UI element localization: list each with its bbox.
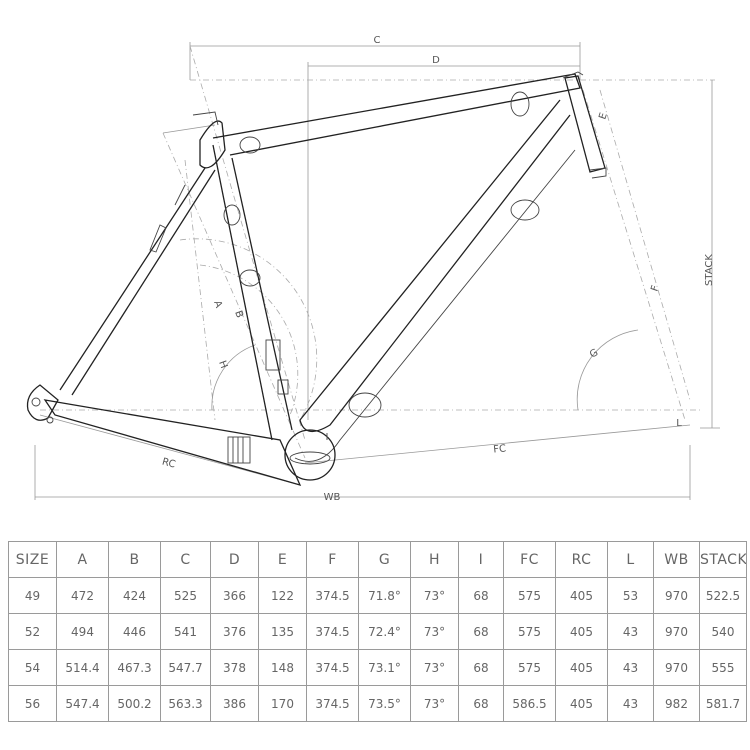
dimension-lines bbox=[34, 42, 720, 500]
table-cell: 73.1° bbox=[358, 649, 411, 686]
table-cell: 49 bbox=[8, 577, 57, 614]
label-f: F bbox=[649, 284, 661, 293]
bike-frame bbox=[26, 71, 607, 487]
label-h: H bbox=[216, 359, 229, 370]
table-cell: 68 bbox=[458, 649, 504, 686]
table-cell: 73° bbox=[410, 685, 459, 722]
table-cell: 446 bbox=[108, 613, 161, 650]
table-cell: 71.8° bbox=[358, 577, 411, 614]
header-cell: D bbox=[210, 541, 259, 578]
table-cell: 586.5 bbox=[503, 685, 556, 722]
table-row: 49 472 424 525 366 122 374.5 71.8° 73° 6… bbox=[8, 577, 747, 614]
table-cell: 581.7 bbox=[699, 685, 747, 722]
table-header-row: SIZE A B C D E F G H I FC RC L WB STACK bbox=[8, 541, 747, 578]
table-cell: 522.5 bbox=[699, 577, 747, 614]
table-cell: 575 bbox=[503, 613, 556, 650]
label-i: I bbox=[326, 432, 329, 443]
label-stack: STACK bbox=[704, 254, 715, 286]
header-cell: H bbox=[410, 541, 459, 578]
label-d: D bbox=[432, 55, 440, 66]
table-cell: 970 bbox=[653, 577, 700, 614]
table-cell: 56 bbox=[8, 685, 57, 722]
dimension-labels: C D E F STACK A B H G I L RC FC WB bbox=[161, 35, 715, 503]
table-cell: 547.4 bbox=[56, 685, 109, 722]
table-cell: 135 bbox=[258, 613, 307, 650]
header-cell: WB bbox=[653, 541, 700, 578]
table-cell: 378 bbox=[210, 649, 259, 686]
header-cell: E bbox=[258, 541, 307, 578]
label-a: A bbox=[211, 299, 224, 309]
table-cell: 405 bbox=[555, 613, 608, 650]
table-cell: 405 bbox=[555, 685, 608, 722]
table-cell: 68 bbox=[458, 685, 504, 722]
label-l: L bbox=[676, 418, 682, 429]
table-cell: 555 bbox=[699, 649, 747, 686]
label-e: E bbox=[597, 112, 609, 121]
label-c: C bbox=[374, 35, 381, 46]
header-cell: I bbox=[458, 541, 504, 578]
header-cell: RC bbox=[555, 541, 608, 578]
table-cell: 54 bbox=[8, 649, 57, 686]
table-row: 54 514.4 467.3 547.7 378 148 374.5 73.1°… bbox=[8, 649, 747, 686]
table-cell: 73° bbox=[410, 577, 459, 614]
table-cell: 122 bbox=[258, 577, 307, 614]
table-cell: 374.5 bbox=[306, 685, 359, 722]
header-cell: L bbox=[607, 541, 654, 578]
label-rc: RC bbox=[161, 457, 177, 471]
table-cell: 374.5 bbox=[306, 613, 359, 650]
table-cell: 525 bbox=[160, 577, 211, 614]
label-b: B bbox=[232, 309, 245, 319]
table-cell: 386 bbox=[210, 685, 259, 722]
frame-geometry-diagram: C D E F STACK A B H G I L RC FC WB bbox=[26, 35, 720, 503]
table-cell: 43 bbox=[607, 685, 654, 722]
table-cell: 500.2 bbox=[108, 685, 161, 722]
table-cell: 575 bbox=[503, 577, 556, 614]
table-cell: 73° bbox=[410, 649, 459, 686]
header-cell: FC bbox=[503, 541, 556, 578]
table-cell: 73.5° bbox=[358, 685, 411, 722]
table-cell: 72.4° bbox=[358, 613, 411, 650]
table-cell: 494 bbox=[56, 613, 109, 650]
label-wb: WB bbox=[324, 492, 341, 503]
table-cell: 374.5 bbox=[306, 649, 359, 686]
table-cell: 970 bbox=[653, 649, 700, 686]
table-cell: 170 bbox=[258, 685, 307, 722]
table-cell: 43 bbox=[607, 613, 654, 650]
table-cell: 43 bbox=[607, 649, 654, 686]
table-cell: 374.5 bbox=[306, 577, 359, 614]
header-cell: B bbox=[108, 541, 161, 578]
table-cell: 575 bbox=[503, 649, 556, 686]
header-cell: F bbox=[306, 541, 359, 578]
table-cell: 52 bbox=[8, 613, 57, 650]
table-cell: 405 bbox=[555, 649, 608, 686]
table-cell: 541 bbox=[160, 613, 211, 650]
table-cell: 467.3 bbox=[108, 649, 161, 686]
table-cell: 53 bbox=[607, 577, 654, 614]
table-cell: 472 bbox=[56, 577, 109, 614]
table-cell: 148 bbox=[258, 649, 307, 686]
table-cell: 982 bbox=[653, 685, 700, 722]
table-cell: 424 bbox=[108, 577, 161, 614]
geometry-table: SIZE A B C D E F G H I FC RC L WB STACK … bbox=[8, 541, 747, 722]
header-cell: A bbox=[56, 541, 109, 578]
table-row: 52 494 446 541 376 135 374.5 72.4° 73° 6… bbox=[8, 613, 747, 650]
table-cell: 68 bbox=[458, 613, 504, 650]
table-cell: 563.3 bbox=[160, 685, 211, 722]
label-fc: FC bbox=[493, 443, 507, 455]
header-cell: STACK bbox=[699, 541, 747, 578]
table-cell: 514.4 bbox=[56, 649, 109, 686]
header-cell: G bbox=[358, 541, 411, 578]
table-cell: 540 bbox=[699, 613, 747, 650]
table-cell: 970 bbox=[653, 613, 700, 650]
table-cell: 376 bbox=[210, 613, 259, 650]
table-cell: 405 bbox=[555, 577, 608, 614]
header-cell: SIZE bbox=[8, 541, 57, 578]
table-cell: 366 bbox=[210, 577, 259, 614]
table-cell: 547.7 bbox=[160, 649, 211, 686]
table-cell: 68 bbox=[458, 577, 504, 614]
table-cell: 73° bbox=[410, 613, 459, 650]
header-cell: C bbox=[160, 541, 211, 578]
table-row: 56 547.4 500.2 563.3 386 170 374.5 73.5°… bbox=[8, 685, 747, 722]
